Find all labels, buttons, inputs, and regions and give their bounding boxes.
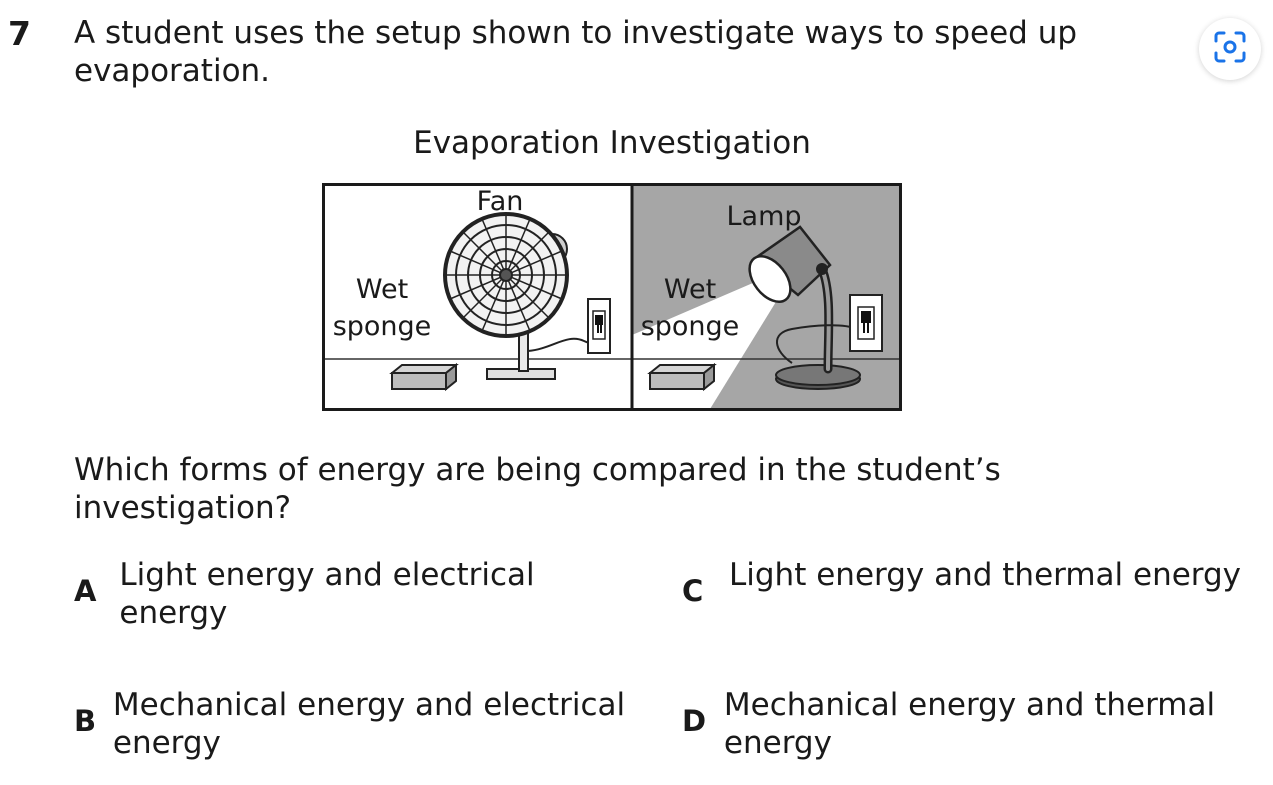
question-number: 7 (8, 14, 31, 53)
choice-letter: A (74, 574, 97, 608)
visual-search-button[interactable] (1199, 18, 1261, 80)
figure-title: Evaporation Investigation (413, 125, 811, 161)
evaporation-figure: Fan Wet sponge Lamp Wet sponge (322, 183, 902, 411)
right-sponge-label-line2: sponge (641, 311, 740, 342)
left-sponge-label-line1: Wet (356, 274, 408, 305)
choice-letter: D (682, 704, 707, 738)
question-prompt: Which forms of energy are being compared… (74, 452, 1001, 526)
figure-frame (322, 183, 902, 411)
right-outlet-icon (849, 294, 883, 352)
choice-letter: B (74, 704, 97, 738)
lamp-icon (748, 225, 861, 390)
choice-c[interactable]: C Light energy and thermal energy (682, 556, 1267, 608)
right-sponge-label-line1: Wet (664, 274, 716, 305)
lamp-label: Lamp (726, 201, 801, 232)
fan-icon (443, 212, 599, 380)
choice-letter: C (682, 574, 704, 608)
question-stem: A student uses the setup shown to invest… (74, 15, 1078, 89)
left-sponge-label-line2: sponge (333, 311, 432, 342)
choice-text: Mechanical energy and electrical energy (112, 687, 626, 761)
fan-label: Fan (477, 186, 524, 217)
choice-a[interactable]: A Light energy and electrical energy (74, 556, 634, 632)
choice-text: Light energy and electrical energy (119, 557, 535, 631)
choice-b[interactable]: B Mechanical energy and electrical energ… (74, 686, 634, 762)
left-outlet-icon (587, 298, 611, 354)
visual-search-icon (1213, 30, 1247, 68)
right-sponge-icon (647, 362, 717, 392)
choice-text: Light energy and thermal energy (729, 557, 1242, 593)
choice-text: Mechanical energy and thermal energy (723, 687, 1216, 761)
choice-d[interactable]: D Mechanical energy and thermal energy (682, 686, 1267, 762)
left-sponge-icon (389, 362, 459, 392)
